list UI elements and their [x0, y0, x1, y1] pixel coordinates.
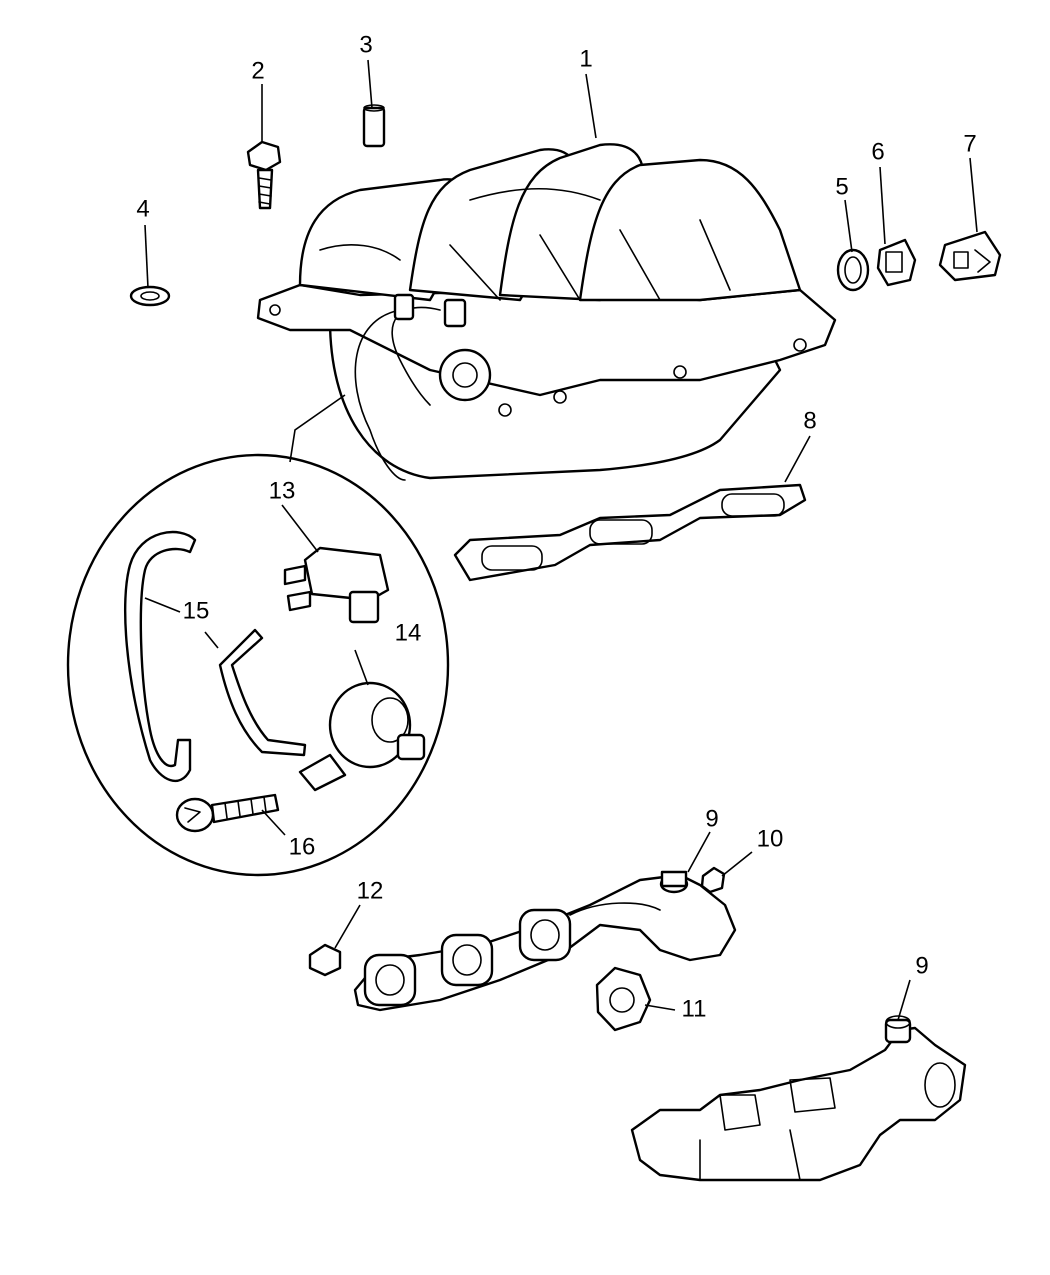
- leader-lines: [144, 59, 978, 1021]
- intake-manifold: [256, 143, 837, 481]
- callout-12: 12: [357, 877, 384, 904]
- callout-labels: 1 2 3 4 5 6 7 8 9 9 10 11 12 13 14 15 16: [136, 31, 976, 1022]
- seal-ring: [836, 248, 870, 292]
- vacuum-hoses: [123, 530, 307, 782]
- intake-gasket: [453, 483, 807, 582]
- callout-16: 16: [289, 833, 316, 860]
- callout-13: 13: [269, 477, 296, 504]
- egr-valve: [298, 681, 426, 792]
- callout-9-lower: 9: [915, 952, 928, 979]
- exhaust-manifold-right: [630, 1015, 967, 1182]
- washer: [129, 285, 171, 307]
- callout-9-upper: 9: [705, 805, 718, 832]
- callout-3: 3: [359, 31, 372, 58]
- callout-8: 8: [803, 407, 816, 434]
- exhaust-manifold-left: [353, 870, 737, 1012]
- callout-7: 7: [963, 130, 976, 157]
- callout-10: 10: [757, 825, 784, 852]
- egr-bolt: [175, 793, 280, 833]
- callout-1: 1: [579, 45, 592, 72]
- exhaust-gasket: [595, 966, 652, 1032]
- sensor: [876, 238, 917, 287]
- callout-15: 15: [183, 597, 210, 624]
- detail-view-circle: [66, 453, 450, 877]
- nut: [700, 866, 726, 894]
- callout-4: 4: [136, 195, 149, 222]
- callout-11: 11: [682, 995, 707, 1022]
- dowel-pin: [362, 104, 386, 148]
- bolt: [246, 140, 282, 210]
- callout-14: 14: [395, 619, 422, 646]
- plug: [308, 943, 342, 977]
- callout-5: 5: [835, 173, 848, 200]
- callout-6: 6: [871, 138, 884, 165]
- callout-2: 2: [251, 57, 264, 84]
- vacuum-solenoid: [283, 546, 390, 624]
- connector: [938, 230, 1002, 282]
